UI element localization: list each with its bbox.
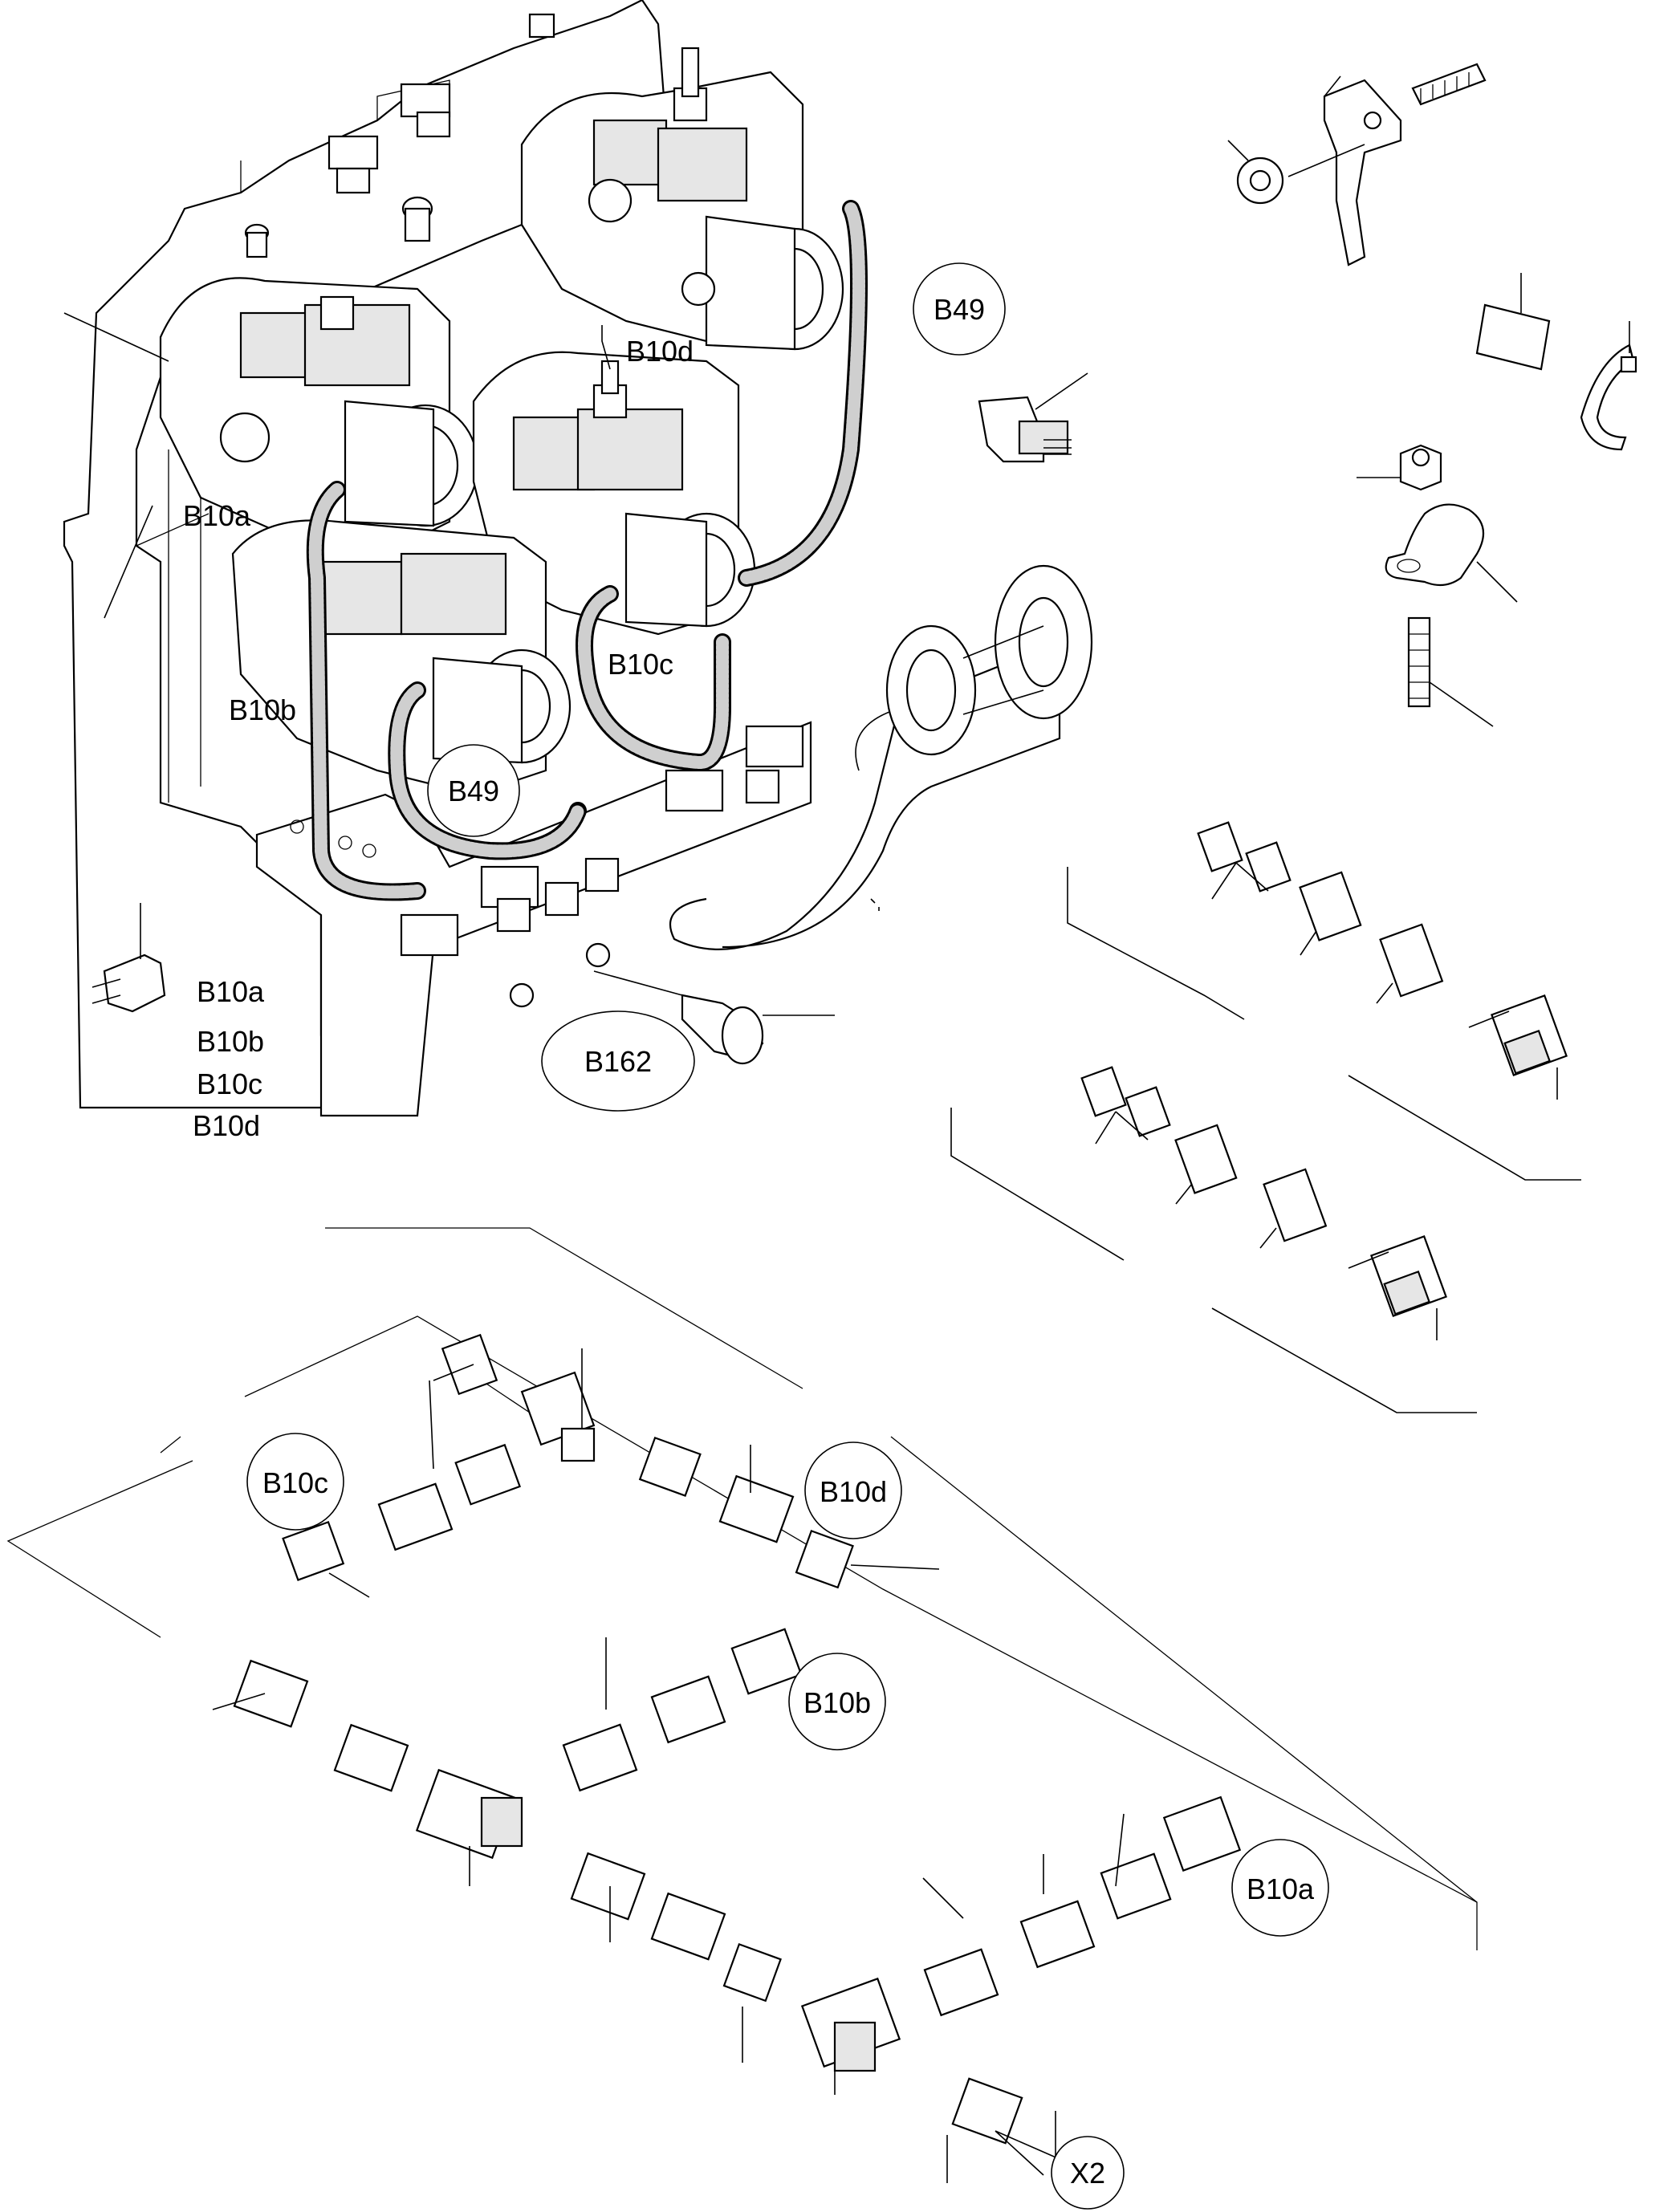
- callout-b162: B162: [541, 1010, 695, 1112]
- label-b10b-low: B10b: [803, 1686, 871, 1719]
- callout-b49-mid: B49: [427, 744, 520, 837]
- label-b49-mid: B49: [448, 775, 499, 807]
- connector-kit-2: [950, 1066, 1477, 1413]
- label-b10a-low: B10a: [1247, 1872, 1315, 1905]
- label-list-1: B10b: [197, 1025, 264, 1058]
- bracket-hardware: [1227, 63, 1637, 727]
- sensor-b10: [92, 903, 166, 1013]
- wiring-harness: [6, 898, 1478, 2188]
- pump-unit-b10d: [520, 47, 844, 351]
- label-list-2: B10c: [197, 1067, 262, 1100]
- callout-x2: X2: [1051, 2136, 1125, 2210]
- leader-lines: [63, 312, 611, 619]
- callout-b10d-low: B10d: [804, 1441, 902, 1539]
- sensor-label-list: B10a B10b B10c B10d: [193, 975, 265, 1142]
- label-b49-top: B49: [934, 293, 985, 326]
- label-b10d-low: B10d: [820, 1475, 887, 1508]
- label-list-0: B10a: [197, 975, 265, 1008]
- label-list-3: B10d: [193, 1109, 260, 1142]
- callout-b10c-low: B10c: [246, 1433, 344, 1531]
- sensor-b49: [978, 372, 1088, 463]
- callout-b10b-low: B10b: [788, 1653, 886, 1750]
- label-b10d-top: B10d: [626, 335, 694, 368]
- label-b10b-top: B10b: [229, 693, 296, 726]
- callout-b10a-low: B10a: [1231, 1839, 1329, 1937]
- gearbox-assembly: [63, 0, 1093, 1117]
- pump-unit-b10a: [159, 277, 479, 555]
- label-b10c-top: B10c: [608, 648, 673, 681]
- label-b162: B162: [584, 1045, 652, 1078]
- label-x2: X2: [1070, 2157, 1105, 2190]
- connector-kit-1: [1067, 821, 1581, 1181]
- label-b10a-top: B10a: [183, 499, 251, 532]
- callout-b49-top: B49: [913, 262, 1006, 356]
- sensor-b162: [593, 970, 835, 1065]
- label-b10c-low: B10c: [262, 1466, 328, 1499]
